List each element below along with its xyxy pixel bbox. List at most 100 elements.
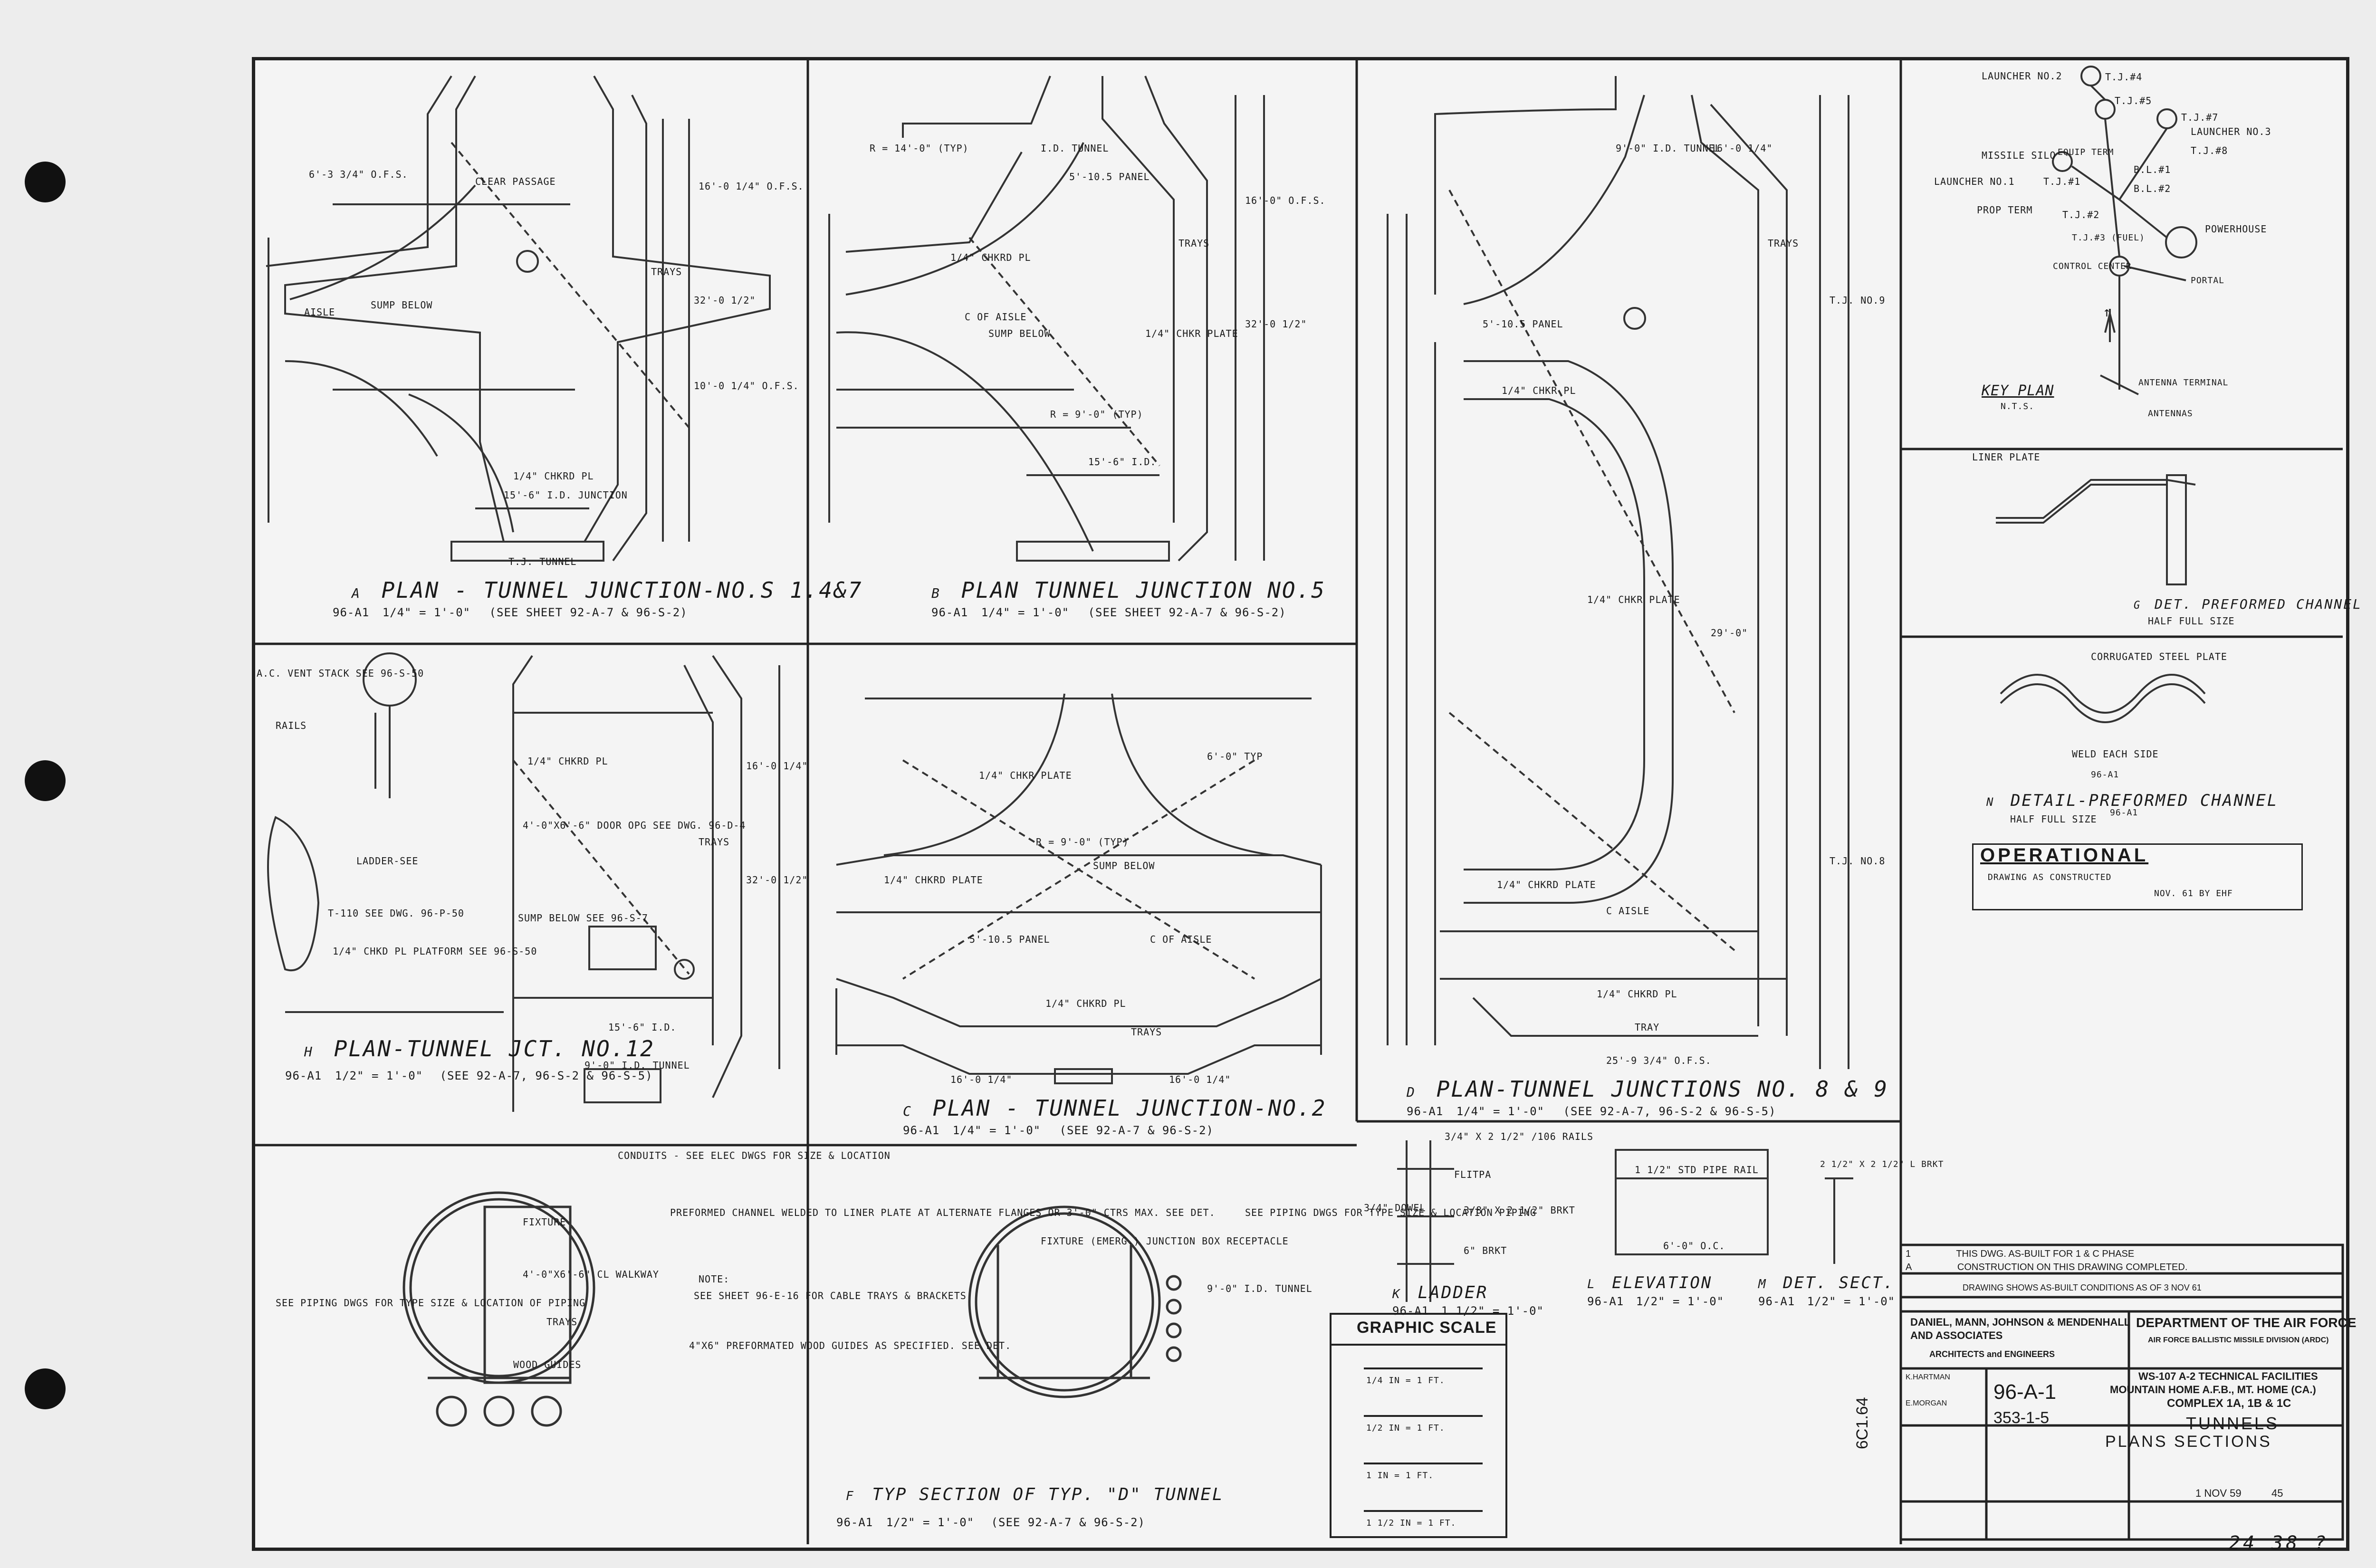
view-g-scale: HALF FULL SIZE	[2148, 615, 2235, 627]
view-k-scale: 1 1/2" = 1'-0"	[1441, 1304, 1544, 1318]
view-b-see: (SEE SHEET 92-A-7 & 96-S-2)	[1088, 606, 1286, 619]
key-plan-label: POWERHOUSE	[2205, 223, 2267, 235]
key-plan-label: ANTENNAS	[2148, 409, 2193, 419]
graphic-scale-box	[1330, 1313, 1507, 1538]
view-d-note: C AISLE	[1606, 905, 1650, 917]
view-b-linework	[828, 76, 1265, 562]
view-b-note: TRAYS	[1178, 238, 1210, 249]
view-c-note: R = 9'-0" (TYP)	[1036, 836, 1129, 848]
view-a-marker: A	[352, 585, 361, 601]
view-h-note: LADDER-SEE	[356, 855, 419, 867]
view-b-note: R = 9'-0" (TYP)	[1050, 409, 1143, 420]
view-b-ref: 96-A1	[931, 606, 968, 619]
view-l-title: ELEVATION	[1612, 1273, 1713, 1292]
agency-name: DEPARTMENT OF THE AIR FORCE	[2136, 1315, 2357, 1330]
view-f-scale: 1/2" = 1'-0"	[886, 1516, 975, 1529]
view-k-note: 6" BRKT	[1464, 1245, 1507, 1256]
view-a-note: 1/4" CHKRD PL	[513, 470, 594, 482]
view-d-scale: 1/4" = 1'-0"	[1456, 1105, 1545, 1118]
key-plan-label: ANTENNA TERMINAL	[2138, 378, 2229, 388]
view-c-scale: 1/4" = 1'-0"	[952, 1124, 1041, 1137]
view-d-note: 29'-0"	[1711, 627, 1748, 639]
view-f-note: CONDUITS - SEE ELEC DWGS FOR SIZE & LOCA…	[618, 1150, 891, 1161]
key-plan-label: PROP TERM	[1977, 204, 2033, 216]
key-plan-label: T.J.#5	[2115, 95, 2152, 106]
view-b-note: 15'-6" I.D.	[1088, 456, 1157, 468]
view-g-marker: G	[2134, 600, 2142, 612]
firm-name-line2: AND ASSOCIATES	[1910, 1329, 2003, 1341]
view-c-note: 16'-0 1/4"	[950, 1074, 1013, 1085]
view-k-note: FLITPA	[1454, 1169, 1492, 1180]
drafter-name: E.MORGAN	[1906, 1399, 1947, 1407]
view-a-note: 32'-0 1/2"	[694, 295, 756, 306]
key-plan-label: T.J.#7	[2181, 112, 2219, 123]
view-c-note: 1/4" CHKRD PL	[1045, 998, 1126, 1009]
view-c-note: 5'-10.5 PANEL	[969, 934, 1050, 945]
view-a-linework	[266, 75, 771, 562]
view-n-scale: HALF FULL SIZE	[2010, 813, 2097, 825]
view-l-marker: L	[1587, 1277, 1596, 1291]
key-plan-label: EQUIP TERM	[2058, 147, 2114, 157]
view-h-marker: H	[304, 1044, 314, 1060]
north-arrow-icon: ↑	[2103, 304, 2111, 320]
view-a-scale: 1/4" = 1'-0"	[382, 606, 471, 619]
view-h-note: TRAYS	[699, 836, 730, 848]
key-plan-label: T.J.#2	[2062, 209, 2100, 220]
view-l-note: 1 1/2" STD PIPE RAIL	[1635, 1164, 1759, 1176]
handwritten-page-number: 24 38 ?	[2229, 1532, 2329, 1554]
view-c-note: 1/4" CHKR PLATE	[979, 770, 1072, 781]
view-h-note: T-110 SEE DWG. 96-P-50	[328, 908, 464, 919]
view-b-note: C OF AISLE	[965, 311, 1027, 323]
view-d-title: PLAN-TUNNEL JUNCTIONS NO. 8 & 9	[1436, 1076, 1889, 1102]
view-h-note: 32'-0 1/2"	[746, 874, 808, 886]
view-m-title: DET. SECT.	[1783, 1273, 1895, 1292]
tunnel-sections-linework	[402, 1191, 1182, 1427]
liner-plate-label: LINER PLATE	[1972, 451, 2041, 463]
view-f-note: 4"x6" PREFORMATED WOOD GUIDES AS SPECIFI…	[689, 1340, 1012, 1351]
view-h-note: 1/4" CHKRD PL	[527, 755, 608, 767]
key-plan-title: KEY PLAN	[1982, 382, 2054, 399]
drawing-date: 1 NOV 59	[2195, 1487, 2242, 1499]
view-a-note: T.J. TUNNEL	[508, 556, 577, 567]
view-h-note: 15'-6" I.D.	[608, 1022, 677, 1033]
key-plan-label: T.J.#8	[2191, 145, 2228, 156]
view-k-note: 3/4" DOWEL	[1364, 1202, 1426, 1214]
view-f-note: 4'-0"x6'-6" CL WALKWAY	[523, 1269, 659, 1280]
revision-text: CONSTRUCTION ON THIS DRAWING COMPLETED.	[1957, 1262, 2188, 1272]
view-b-note: 1/4" CHKRD PL	[950, 252, 1031, 263]
view-c-ref: 96-A1	[903, 1124, 940, 1137]
key-plan-label: LAUNCHER NO.1	[1934, 176, 2015, 187]
view-k-ref: 96-A1	[1392, 1304, 1429, 1318]
view-h-note: A.C. VENT STACK SEE 96-S-50	[257, 668, 424, 679]
project-line: WS-107 A-2 TECHNICAL FACILITIES	[2138, 1370, 2318, 1382]
view-d-see: (SEE 92-A-7, 96-S-2 & 96-S-5)	[1563, 1105, 1776, 1118]
view-h-note: 1/4" CHKD PL PLATFORM SEE 96-S-50	[333, 946, 537, 957]
graphic-scale-title: GRAPHIC SCALE	[1357, 1319, 1497, 1337]
view-f-note: SEE PIPING DWGS FOR TYPE SIZE & LOCATION…	[1245, 1207, 1536, 1218]
view-a-ref: 96-A1	[333, 606, 370, 619]
sheet-number: 45	[2271, 1487, 2283, 1499]
project-line: MOUNTAIN HOME A.F.B., MT. HOME (CA.)	[2110, 1384, 2316, 1396]
view-k-note: 3/8" x 2 1/2" BRKT	[1464, 1205, 1575, 1216]
agency-division: AIR FORCE BALLISTIC MISSILE DIVISION (AR…	[2148, 1336, 2329, 1344]
weld-each-side-label: WELD EACH SIDE	[2072, 748, 2159, 760]
view-k-note: 3/4" x 2 1/2" /106 RAILS	[1445, 1131, 1593, 1142]
view-d-note: 16'-0 1/4"	[1711, 143, 1773, 154]
view-a-note: 10'-0 1/4" O.F.S.	[694, 380, 799, 392]
view-d-ref: 96-A1	[1407, 1105, 1444, 1118]
view-b-note: 1/4" CHKR PLATE	[1145, 328, 1238, 339]
view-f-note: TRAYS	[546, 1316, 578, 1328]
graphic-scale-row: 1 IN = 1 FT.	[1366, 1471, 1434, 1481]
view-h-ref: 96-A1	[285, 1069, 322, 1082]
view-d-marker: D	[1407, 1084, 1416, 1100]
view-c-note: C OF AISLE	[1150, 934, 1212, 945]
view-k-title: LADDER	[1418, 1283, 1488, 1302]
view-d-note: T.J. NO.8	[1830, 855, 1886, 867]
project-line: COMPLEX 1A, 1B & 1C	[2167, 1397, 2291, 1410]
view-m-marker: M	[1758, 1277, 1767, 1291]
view-m-note: 2 1/2" x 2 1/2" L BRKT	[1820, 1159, 1944, 1169]
view-a-note: SUMP BELOW	[371, 299, 433, 311]
binder-hole-bottom	[25, 1368, 66, 1409]
key-plan-label: T.J.#1	[2043, 176, 2081, 187]
view-h-see: (SEE 92-A-7, 96-S-2 & 96-S-5)	[440, 1069, 653, 1082]
